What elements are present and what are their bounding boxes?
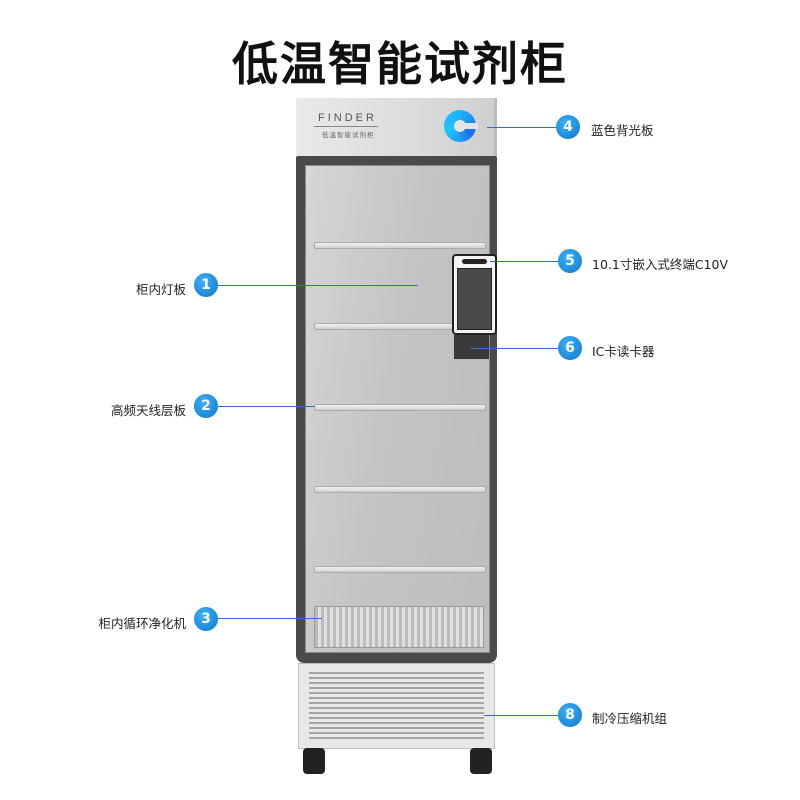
callout-label: 制冷压缩机组	[592, 711, 668, 726]
callout-label: IC卡读卡器	[592, 344, 655, 359]
callout-line	[470, 348, 560, 349]
callout-number: 5	[558, 249, 582, 273]
callout-number: 8	[558, 703, 582, 727]
ic-card-reader	[454, 335, 489, 359]
shelf	[314, 242, 486, 249]
caster-wheel	[470, 748, 492, 774]
callout-label: 10.1寸嵌入式终端C10V	[592, 257, 729, 272]
callout-number: 2	[194, 394, 218, 418]
callout-number: 4	[556, 115, 580, 139]
callout-line	[218, 618, 322, 619]
caster-wheel	[303, 748, 325, 774]
shelf	[314, 486, 486, 493]
callout-label: 蓝色背光板	[591, 123, 654, 138]
callout-line	[490, 261, 560, 262]
callout-label: 柜内灯板	[135, 282, 186, 297]
compressor-base	[298, 663, 495, 749]
page-title: 低温智能试剂柜	[232, 37, 568, 91]
divider	[314, 126, 378, 127]
terminal-screen	[457, 268, 492, 330]
callout-number: 3	[194, 607, 218, 631]
callout-line	[218, 285, 418, 286]
brand-subtitle: 低温智能试剂柜	[322, 131, 375, 139]
shelf	[314, 404, 486, 411]
shelf	[314, 566, 486, 573]
terminal-device	[452, 254, 497, 335]
callout-label: 柜内循环净化机	[98, 616, 186, 631]
cabinet-top-panel: FINDER 低温智能试剂柜	[296, 98, 497, 156]
cabinet-door	[296, 156, 497, 663]
blue-backlight-logo-icon	[444, 110, 478, 142]
callout-line	[218, 406, 315, 407]
callout-number: 1	[194, 273, 218, 297]
vent-grille	[309, 672, 484, 742]
glass-window	[305, 165, 490, 653]
callout-line	[484, 715, 560, 716]
brand-logo-text: FINDER	[318, 112, 377, 124]
callout-number: 6	[558, 336, 582, 360]
callout-label: 高频天线层板	[110, 403, 186, 418]
callout-line	[487, 127, 557, 128]
circulation-purifier-grille	[314, 606, 484, 648]
camera-icon	[462, 259, 487, 264]
